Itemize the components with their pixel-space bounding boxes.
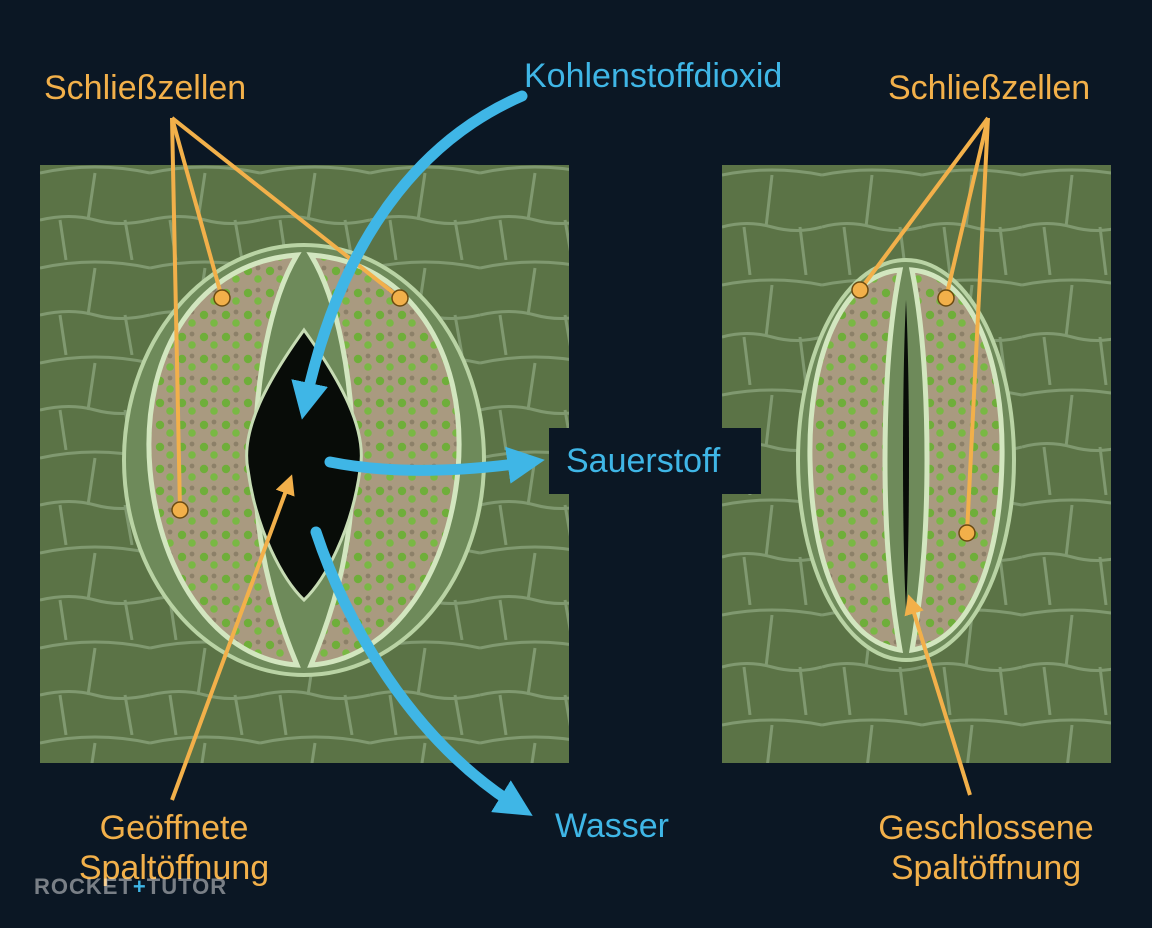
watermark-plus: + [132, 874, 147, 899]
closed-stoma-label-line2: Spaltöffnung [890, 849, 1082, 887]
guard-cells-label-left: Schließzellen [44, 69, 247, 107]
co2-label: Kohlenstoffdioxid [524, 57, 783, 95]
pointer-dots-right [851, 281, 976, 542]
co2-arrow [291, 90, 528, 420]
oxygen-label-box [549, 428, 761, 494]
oxygen-label: Sauerstoff [566, 442, 721, 480]
guard-cell-open-right [306, 252, 462, 668]
closed-stoma-micrograph [722, 165, 1111, 763]
oxygen-arrow [324, 446, 545, 484]
water-label: Wasser [555, 807, 669, 845]
open-pore-pointer [170, 474, 295, 801]
water-arrow [310, 526, 533, 816]
closed-stoma-label-line1: Geschlossene [878, 809, 1094, 847]
closed-pore-pointer [904, 594, 972, 796]
pointer-lines-left [170, 116, 402, 511]
watermark-part1: ROCKET [34, 874, 133, 899]
open-pore [245, 327, 363, 603]
guard-cells-label-right: Schließzellen [888, 69, 1091, 107]
closed-pore [903, 300, 909, 610]
watermark-part2: TUTOR [146, 874, 228, 899]
watermark-logo: ROCKET+TUTOR [34, 874, 227, 900]
open-stoma-label-line1: Geöffnete [99, 809, 249, 847]
open-stoma-label: Geöffnete Spaltöffnung [40, 808, 308, 888]
guard-cell-closed-left [807, 267, 904, 654]
open-stoma-label-line2: Spaltöffnung [78, 849, 270, 887]
pointer-dots-left [171, 289, 409, 519]
pointer-lines-right [858, 116, 990, 534]
closed-stoma-label: Geschlossene Spaltöffnung [852, 808, 1120, 888]
